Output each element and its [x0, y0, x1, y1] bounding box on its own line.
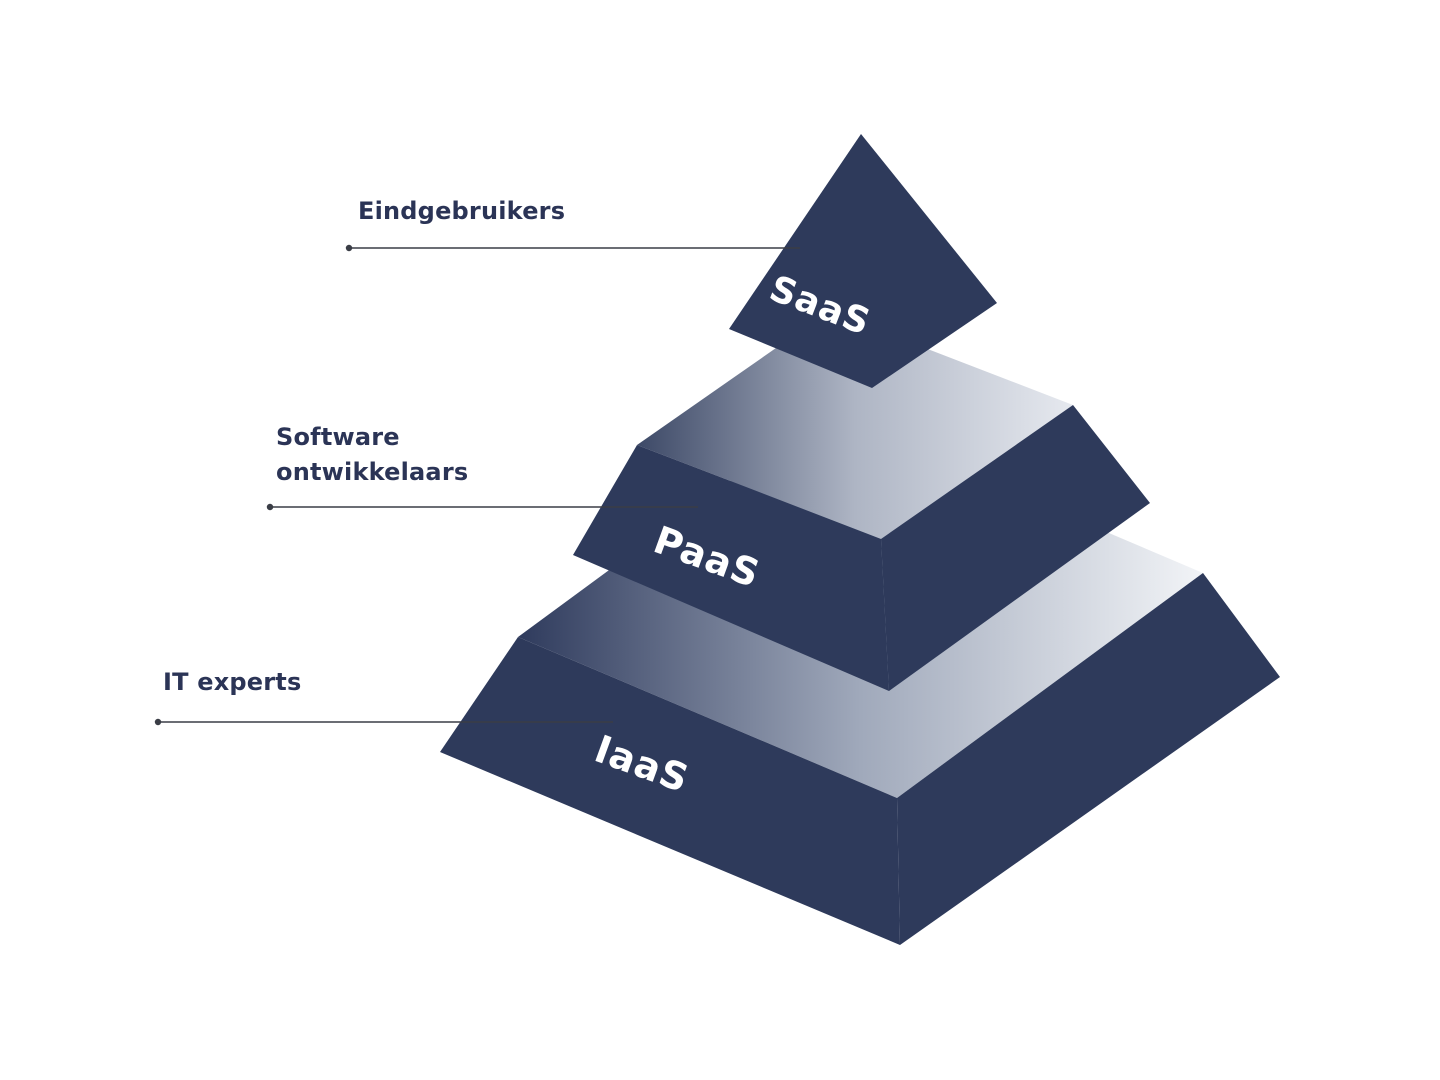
label-it-experts-line: IT experts	[163, 668, 302, 696]
leader-dot-it-experts	[154, 718, 162, 726]
label-software-ontwikkelaars: Software ontwikkelaars	[276, 420, 468, 490]
pyramid-layer-saas	[729, 134, 997, 388]
label-software-line1: Software	[276, 423, 400, 451]
leader-lines	[154, 244, 800, 726]
leader-dot-eindgebruikers	[345, 244, 353, 252]
iaas-left-face	[440, 637, 900, 945]
paas-right-face	[881, 405, 1150, 691]
leader-dot-software	[266, 503, 274, 511]
saas-cap-face	[729, 134, 997, 388]
label-it-experts: IT experts	[163, 665, 301, 700]
label-eindgebruikers: Eindgebruikers	[358, 194, 565, 229]
iaas-right-face	[897, 573, 1280, 945]
label-eindgebruikers-line: Eindgebruikers	[358, 197, 566, 225]
label-software-line2: ontwikkelaars	[276, 458, 469, 486]
paas-top-face	[637, 311, 1073, 539]
